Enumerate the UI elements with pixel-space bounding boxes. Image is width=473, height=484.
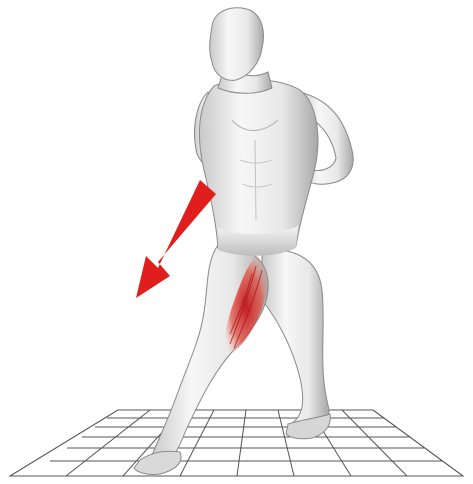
human-figure [134, 8, 353, 475]
arrow-down-left-icon [136, 180, 216, 298]
floor-grid [10, 410, 463, 476]
